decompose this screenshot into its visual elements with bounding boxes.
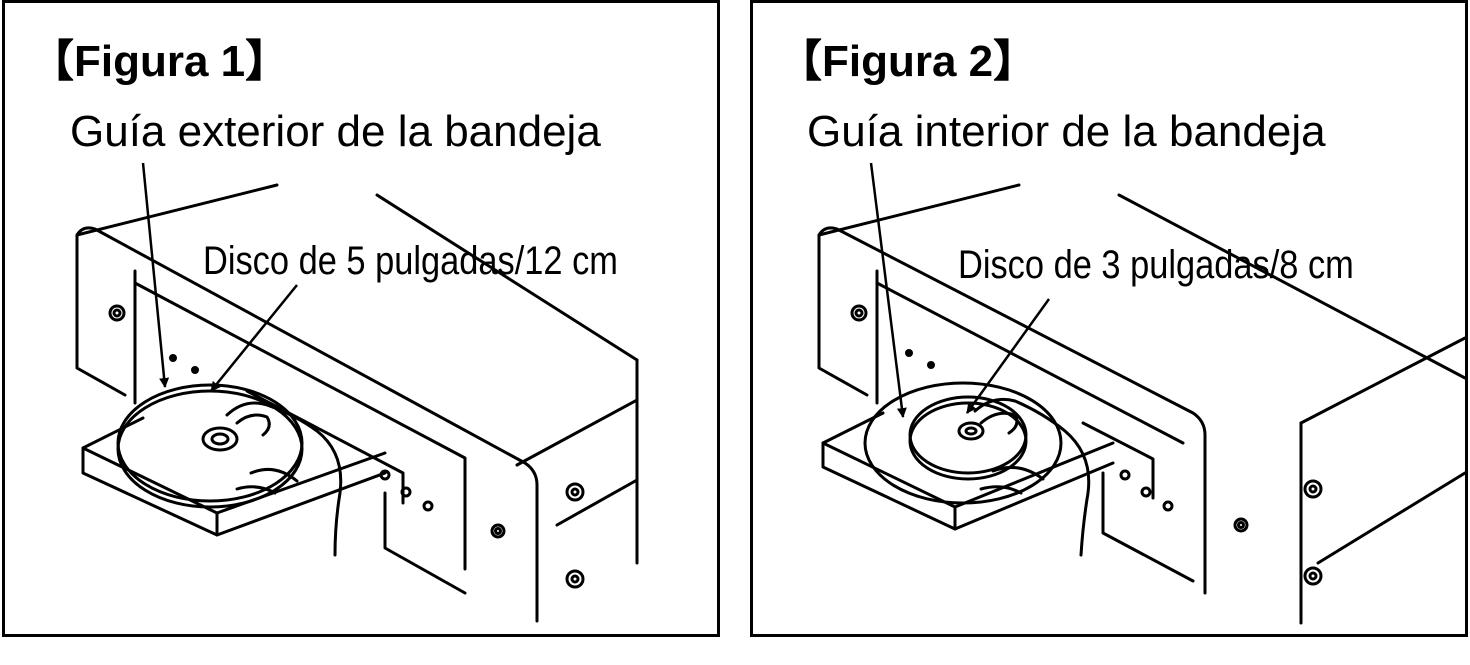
player-top-back	[375, 193, 639, 362]
cd-player-illustration	[817, 162, 1465, 625]
rear-jack	[565, 482, 585, 502]
figure-2-panel: 【Figura 2】 Guía interior de la bandeja D…	[750, 0, 1468, 637]
cd-player-illustration	[75, 162, 639, 623]
disc-size-label: Disco de 3 pulgadas/8 cm	[958, 243, 1354, 287]
hand	[225, 401, 343, 557]
front-panel	[75, 226, 539, 623]
control-button	[1119, 469, 1131, 481]
hand	[973, 397, 1091, 557]
disc-tray	[821, 441, 957, 531]
disc-5inch	[116, 383, 304, 503]
tray-recess	[863, 381, 1063, 505]
front-panel	[817, 226, 1207, 595]
disc-arrow	[965, 298, 1051, 414]
tray-guide-label: Guía interior de la bandeja	[807, 107, 1326, 156]
guide-arrow	[869, 162, 907, 418]
tray-guide-label: Guía exterior de la bandeja	[70, 107, 601, 156]
front-panel-lower	[383, 491, 467, 595]
player-right-top	[515, 398, 639, 467]
rear-jack	[1303, 479, 1323, 499]
player-top-edge	[817, 183, 1021, 237]
front-panel-lower	[1101, 471, 1195, 583]
control-button	[379, 469, 391, 481]
tray-slot	[875, 281, 1185, 445]
guide-arrow	[141, 162, 170, 388]
figure-title: 【Figura 2】	[778, 37, 1038, 86]
figure-1-panel: 【Figura 1】 Guía exterior de la bandeja D…	[2, 0, 720, 637]
disc-size-label: Disco de 5 pulgadas/12 cm	[203, 239, 618, 283]
player-top-edge	[75, 183, 279, 237]
power-button	[108, 304, 126, 322]
figure-title: 【Figura 1】	[30, 37, 290, 86]
player-top-back	[1117, 193, 1465, 380]
disc-arrow	[210, 284, 298, 392]
tray-slot	[133, 281, 467, 571]
power-button	[850, 304, 868, 322]
